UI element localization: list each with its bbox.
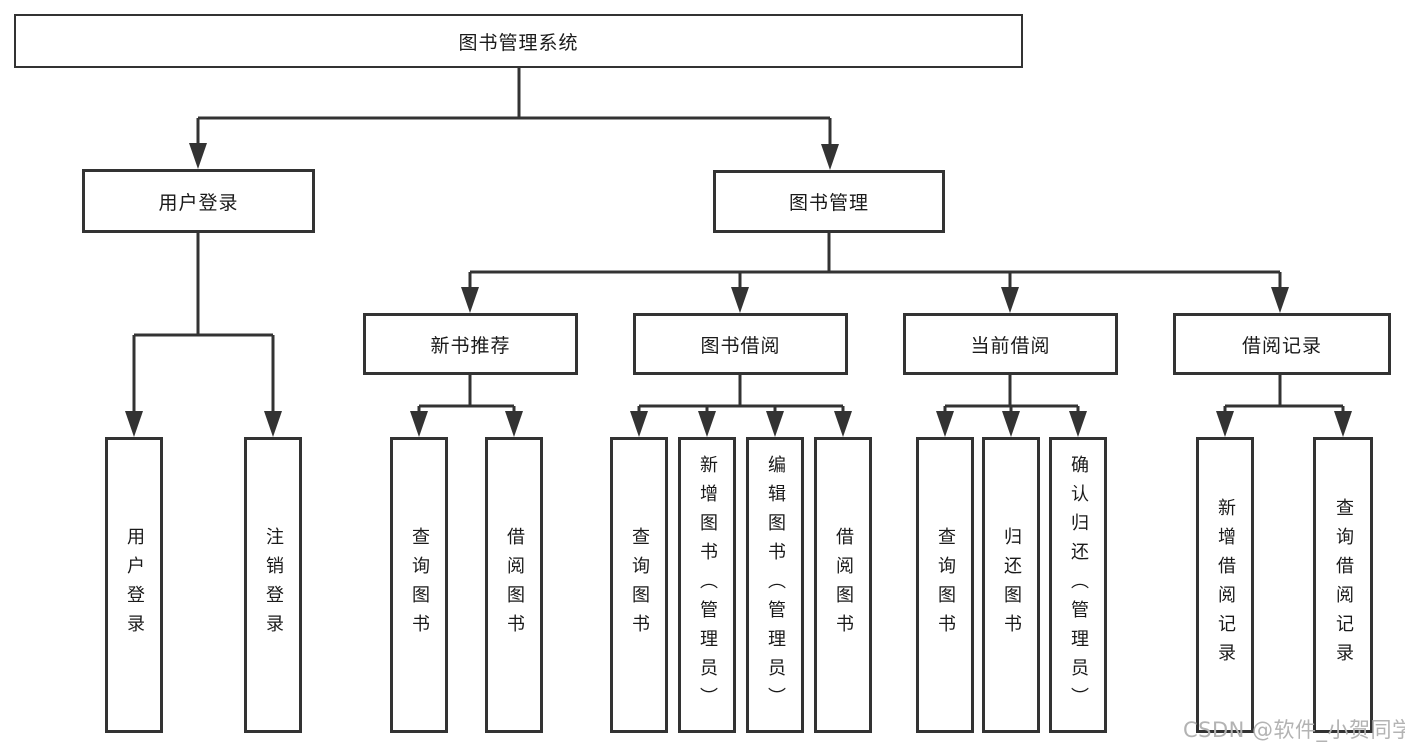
node-user-login: 用户登录: [82, 169, 315, 233]
arrow-down-icon: [731, 287, 749, 313]
arrow-down-icon: [1334, 411, 1352, 437]
node-new-book-recommend: 新书推荐: [363, 313, 578, 375]
node-label: 编辑图书（管理员）: [765, 454, 786, 716]
node-label: 归还图书: [1001, 527, 1022, 643]
node-label: 查询借阅记录: [1333, 498, 1354, 672]
node-label: 新书推荐: [430, 334, 511, 357]
leaf-query-books-borrowing: 查询图书: [610, 437, 668, 733]
leaf-query-books-current: 查询图书: [916, 437, 974, 733]
leaf-query-borrow-record: 查询借阅记录: [1313, 437, 1373, 733]
leaf-add-borrow-record: 新增借阅记录: [1196, 437, 1254, 733]
leaf-return-books: 归还图书: [982, 437, 1040, 733]
node-book-management: 图书管理: [713, 170, 945, 233]
node-label: 确认归还（管理员）: [1068, 454, 1089, 716]
arrow-down-icon: [766, 411, 784, 437]
connector-root-split: [196, 68, 832, 151]
node-label: 新增图书（管理员）: [697, 454, 718, 716]
connector-records-split: [1223, 375, 1345, 420]
arrow-down-icon: [125, 411, 143, 437]
leaf-query-books-recommend: 查询图书: [390, 437, 448, 733]
node-label: 新增借阅记录: [1215, 498, 1236, 672]
arrow-down-icon: [189, 143, 207, 169]
arrow-down-icon: [264, 411, 282, 437]
connector-book-management-split: [468, 233, 1282, 296]
connector-borrowing-split: [637, 375, 845, 420]
node-label: 图书借阅: [700, 334, 781, 357]
arrowheads: [125, 143, 1352, 437]
node-label: 当前借阅: [970, 334, 1051, 357]
node-label: 借阅图书: [833, 527, 854, 643]
node-label: 借阅图书: [504, 527, 525, 643]
connector-user-login-split: [132, 233, 275, 418]
leaf-borrow-books-borrowing: 借阅图书: [814, 437, 872, 733]
node-label: 注销登录: [263, 527, 284, 643]
node-label: 用户登录: [158, 191, 239, 214]
node-library-management-system: 图书管理系统: [14, 14, 1023, 68]
node-label: 查询图书: [409, 527, 430, 643]
arrow-down-icon: [630, 411, 648, 437]
leaf-logout: 注销登录: [244, 437, 302, 733]
node-label: 图书管理: [788, 192, 869, 214]
node-label: 用户登录: [124, 527, 145, 643]
arrow-down-icon: [1271, 287, 1289, 313]
leaf-add-books-admin: 新增图书（管理员）: [678, 437, 736, 733]
leaf-borrow-books-recommend: 借阅图书: [485, 437, 543, 733]
connector-recommend-split: [417, 375, 516, 420]
leaf-edit-books-admin: 编辑图书（管理员）: [746, 437, 804, 733]
arrow-down-icon: [1002, 411, 1020, 437]
node-borrowing-records: 借阅记录: [1173, 313, 1391, 375]
arrow-down-icon: [821, 144, 839, 170]
arrow-down-icon: [834, 411, 852, 437]
node-label: 查询图书: [935, 527, 956, 643]
leaf-confirm-return-admin: 确认归还（管理员）: [1049, 437, 1107, 733]
node-book-borrowing: 图书借阅: [633, 313, 848, 375]
arrow-down-icon: [936, 411, 954, 437]
connector-lines: [132, 68, 1345, 420]
leaf-user-login: 用户登录: [105, 437, 163, 733]
node-current-borrowing: 当前借阅: [903, 313, 1118, 375]
node-label: 借阅记录: [1241, 334, 1322, 357]
arrow-down-icon: [410, 411, 428, 437]
arrow-down-icon: [1001, 287, 1019, 313]
node-label: 查询图书: [629, 527, 650, 643]
arrow-down-icon: [505, 411, 523, 437]
arrow-down-icon: [698, 411, 716, 437]
arrow-down-icon: [1069, 411, 1087, 437]
arrow-down-icon: [1216, 411, 1234, 437]
arrow-down-icon: [461, 287, 479, 313]
node-label: 图书管理系统: [458, 31, 579, 54]
